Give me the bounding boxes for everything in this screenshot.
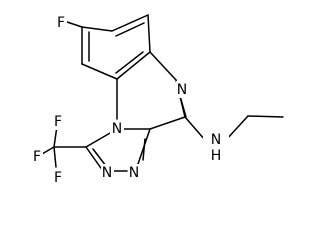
benzene-ring (81, 14, 151, 80)
bond (81, 63, 118, 80)
bond (85, 146, 104, 172)
bond (184, 116, 206, 141)
atom-n-bridge: N (110, 120, 124, 137)
double-bond-inner (115, 22, 145, 37)
double-bond-inner (92, 148, 107, 167)
atom-f-cf3-top: F (52, 113, 64, 130)
bond (149, 51, 177, 81)
atom-n-triazole-b: N (128, 164, 141, 181)
atom-n-triazole-a: N (101, 164, 114, 181)
bond (53, 146, 57, 168)
bond (81, 26, 113, 32)
nitrogen-label: N (129, 165, 139, 181)
bond (116, 51, 151, 80)
fluorine-label: F (54, 170, 62, 186)
nitrogen-label: N (102, 165, 112, 181)
bond-c-f (66, 21, 83, 28)
atom-n-pyrazine: N (176, 81, 189, 98)
nitrogen-label: N (177, 82, 187, 98)
fluorine-label: F (57, 15, 65, 31)
bond (41, 146, 55, 155)
bond (247, 115, 284, 118)
triazole-ring (85, 128, 151, 172)
trifluoromethyl-group (41, 125, 87, 168)
bond (147, 14, 151, 53)
bond (225, 115, 249, 141)
atom-f-ring: F (55, 14, 67, 31)
fluorine-label: F (54, 114, 62, 130)
bond (149, 116, 186, 130)
atom-f-cf3-left: F (31, 148, 43, 165)
bond (111, 14, 149, 32)
atom-f-cf3-bottom: F (52, 169, 64, 186)
ethylamine-group (184, 115, 284, 141)
double-bond-inner (142, 138, 146, 161)
nitrogen-label: N (112, 121, 122, 137)
fluorine-label: F (33, 149, 41, 165)
double-bond-inner (115, 51, 144, 74)
